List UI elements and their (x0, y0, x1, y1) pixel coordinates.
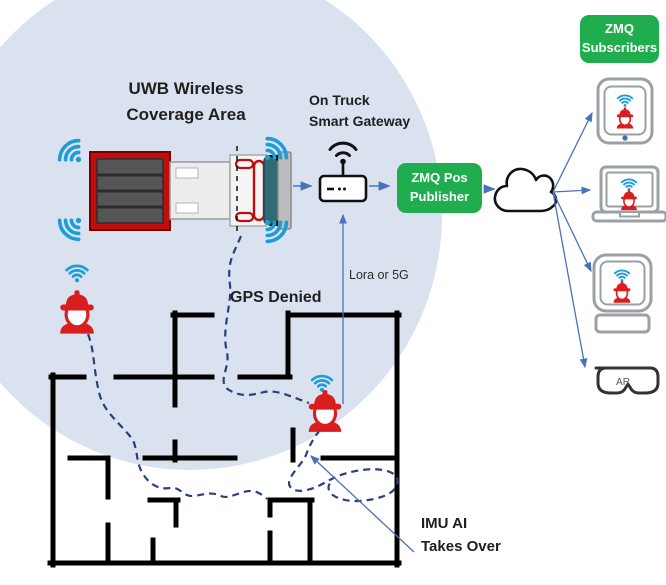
zmq-pos-publisher-box: ZMQ Pos Publisher (397, 163, 482, 213)
lora-5g-label: Lora or 5G (349, 268, 409, 282)
path-firefighter-left (86, 333, 268, 500)
building-floor-plan (47, 310, 402, 568)
arrow-cloud-to-phone (552, 111, 593, 193)
gateway-label: On Truck Smart Gateway (309, 92, 411, 129)
path-truck-to-firefighter (222, 235, 310, 405)
imu-ai-label: IMU AI Takes Over (421, 515, 501, 555)
uwb-coverage-area-circle (0, 0, 442, 470)
arrow-cloud-to-laptop (552, 186, 592, 195)
gps-denied-label: GPS Denied (230, 289, 322, 306)
path-imu-loop (287, 429, 399, 503)
uwb-coverage-label: UWB Wireless Coverage Area (126, 79, 246, 124)
imu-callout-arrow (310, 455, 415, 553)
router-icon (318, 141, 368, 203)
ar-label: AR (616, 377, 630, 388)
fire-truck-icon (89, 146, 292, 235)
zmq-subscribers-box: ZMQ Subscribers (580, 15, 659, 63)
ar-glasses-icon: AR (594, 366, 660, 395)
arrow-cloud-to-tablet (552, 191, 592, 273)
cloud-icon (493, 167, 558, 213)
arrow-cloud-to-ar-glasses (552, 191, 588, 369)
